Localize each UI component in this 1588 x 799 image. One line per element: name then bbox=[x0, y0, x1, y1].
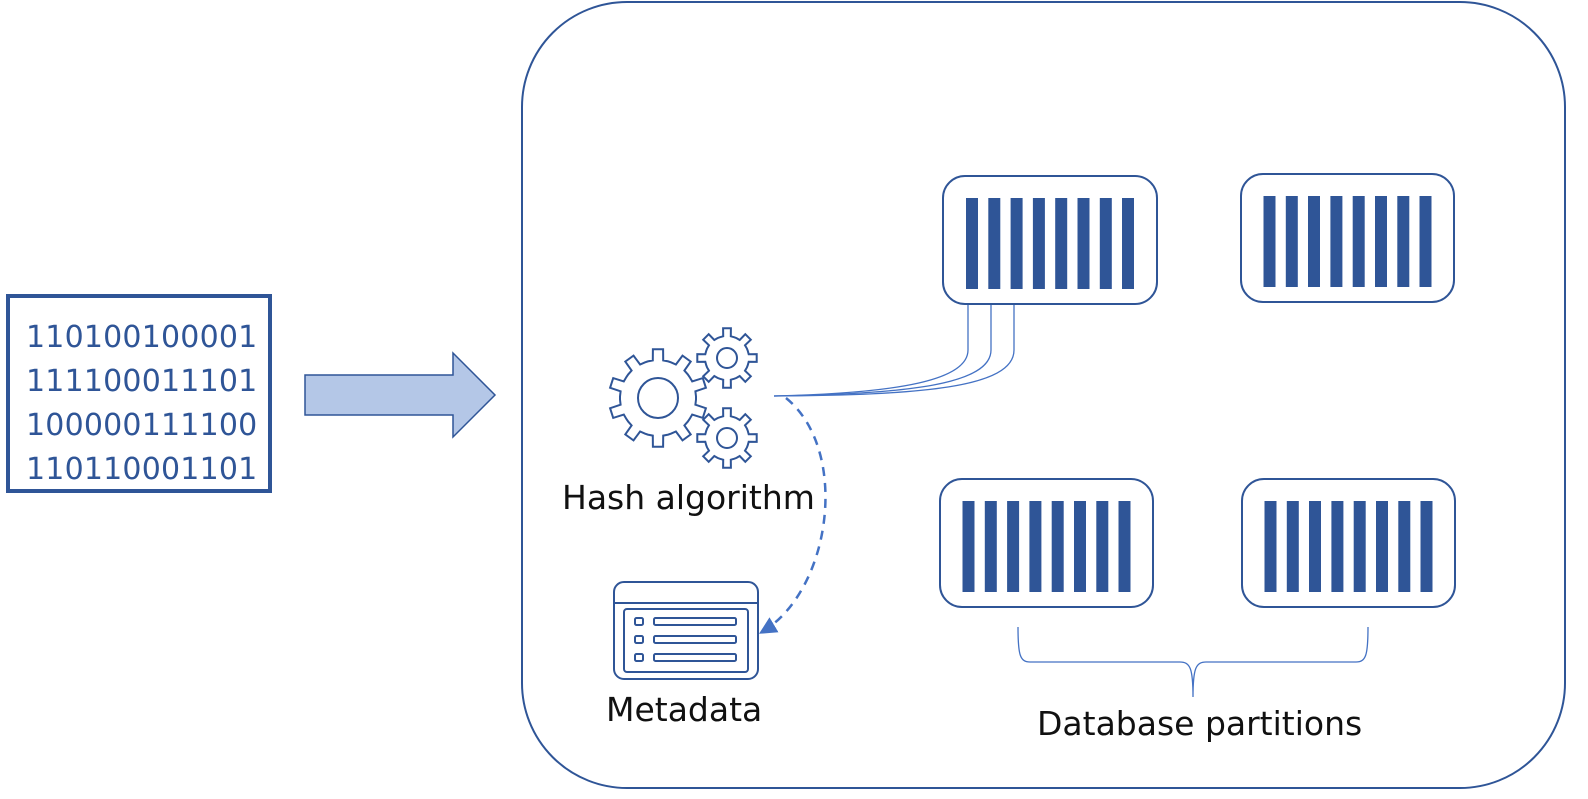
input-bits-line: 110110001101 bbox=[26, 452, 258, 487]
partition-stripe bbox=[1330, 196, 1343, 287]
partition-stripe bbox=[1118, 501, 1131, 592]
hash-to-partition-arrows bbox=[773, 290, 1019, 397]
gear-large bbox=[608, 348, 708, 448]
system-container bbox=[521, 1, 1566, 789]
hash-arrow-3 bbox=[773, 290, 1019, 397]
partition-stripe bbox=[1099, 198, 1112, 289]
partition-stripe bbox=[1264, 501, 1277, 592]
input-bits-line: 110100100001 bbox=[26, 320, 258, 355]
database-partitions-label: Database partitions bbox=[1037, 704, 1363, 743]
partition-stripe bbox=[984, 501, 997, 592]
partition-stripe bbox=[1029, 501, 1042, 592]
gear-small-bottom-hole bbox=[716, 427, 738, 449]
partition-stripe bbox=[1286, 501, 1299, 592]
partition-stripe bbox=[1419, 196, 1432, 287]
gears-icon bbox=[608, 327, 758, 469]
partition-stripe bbox=[1331, 501, 1344, 592]
input-arrow bbox=[304, 351, 497, 439]
partition-stripe bbox=[1010, 198, 1023, 289]
hash-arrow-1 bbox=[773, 290, 973, 397]
hash-arrow-2 bbox=[773, 290, 996, 397]
partition-stripe bbox=[1398, 501, 1411, 592]
metadata-label: Metadata bbox=[606, 690, 763, 729]
partition-stripe bbox=[1077, 198, 1090, 289]
partition-stripe bbox=[962, 501, 975, 592]
partition-1 bbox=[942, 175, 1158, 305]
partition-stripe bbox=[1263, 196, 1276, 287]
partition-stripe bbox=[1007, 501, 1020, 592]
partition-stripe bbox=[1055, 198, 1068, 289]
partition-stripe bbox=[1352, 196, 1365, 287]
partitions-brace bbox=[1017, 626, 1369, 698]
partition-stripe bbox=[1420, 501, 1433, 592]
partition-stripe bbox=[1074, 501, 1086, 592]
input-data-box: 110100100001 111100011101 100000111100 1… bbox=[6, 294, 272, 493]
partition-stripe bbox=[1285, 196, 1298, 287]
partition-stripe bbox=[988, 198, 1001, 289]
partition-stripe bbox=[1353, 501, 1366, 592]
gear-small-top bbox=[696, 327, 758, 389]
input-bits-line: 111100011101 bbox=[26, 364, 258, 399]
hash-to-metadata-arrow bbox=[759, 397, 827, 634]
hash-algorithm-label: Hash algorithm bbox=[562, 478, 815, 517]
partition-4 bbox=[1241, 478, 1456, 608]
partition-stripe bbox=[1376, 501, 1388, 592]
partition-stripe bbox=[1032, 198, 1045, 289]
gear-large-hole bbox=[637, 377, 679, 419]
gear-small-top-hole bbox=[716, 347, 738, 369]
partition-2 bbox=[1240, 173, 1455, 303]
partition-stripe bbox=[1051, 501, 1064, 592]
partition-stripe bbox=[1309, 501, 1321, 592]
partition-stripe bbox=[1397, 196, 1410, 287]
list-panel-icon bbox=[613, 581, 759, 680]
database-partitions bbox=[939, 173, 1456, 608]
partition-stripe bbox=[966, 198, 978, 289]
partition-stripe bbox=[1096, 501, 1109, 592]
input-bits-line: 100000111100 bbox=[26, 408, 258, 443]
gear-small-bottom bbox=[696, 407, 758, 469]
partition-3 bbox=[939, 478, 1154, 608]
partition-stripe bbox=[1122, 198, 1134, 289]
partition-stripe bbox=[1308, 196, 1320, 287]
partition-stripe bbox=[1375, 196, 1387, 287]
